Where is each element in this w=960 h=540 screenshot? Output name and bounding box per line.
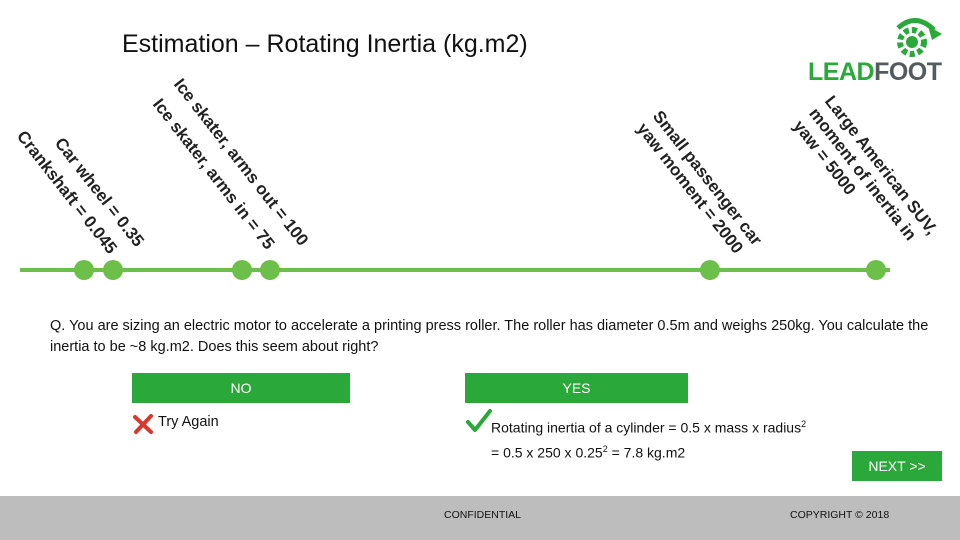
scale-marker — [74, 260, 94, 280]
page-title: Estimation – Rotating Inertia (kg.m2) — [122, 30, 528, 58]
yes-button[interactable]: YES — [465, 373, 688, 403]
scale-marker — [866, 260, 886, 280]
copyright-text: COPYRIGHT © 2018 — [790, 509, 890, 521]
scale-marker — [260, 260, 280, 280]
scale-marker — [103, 260, 123, 280]
leadfoot-logo: LEADFOOT — [808, 14, 948, 86]
gear-arrow-icon — [896, 18, 942, 57]
cross-icon — [133, 414, 153, 434]
no-button[interactable]: NO — [132, 373, 350, 403]
confidential-text: CONFIDENTIAL — [444, 509, 522, 521]
answer-explanation: Rotating inertia of a cylinder = 0.5 x m… — [491, 419, 807, 461]
next-button[interactable]: NEXT >> — [852, 451, 942, 481]
logo-wordmark: LEADFOOT — [808, 58, 942, 86]
footer-bar — [0, 496, 960, 540]
try-again-text: Try Again — [158, 414, 219, 430]
question-text: Q. You are sizing an electric motor to a… — [50, 318, 929, 355]
checkmark-icon — [466, 409, 492, 432]
inertia-scale — [20, 260, 890, 280]
scale-marker — [700, 260, 720, 280]
scale-marker — [232, 260, 252, 280]
